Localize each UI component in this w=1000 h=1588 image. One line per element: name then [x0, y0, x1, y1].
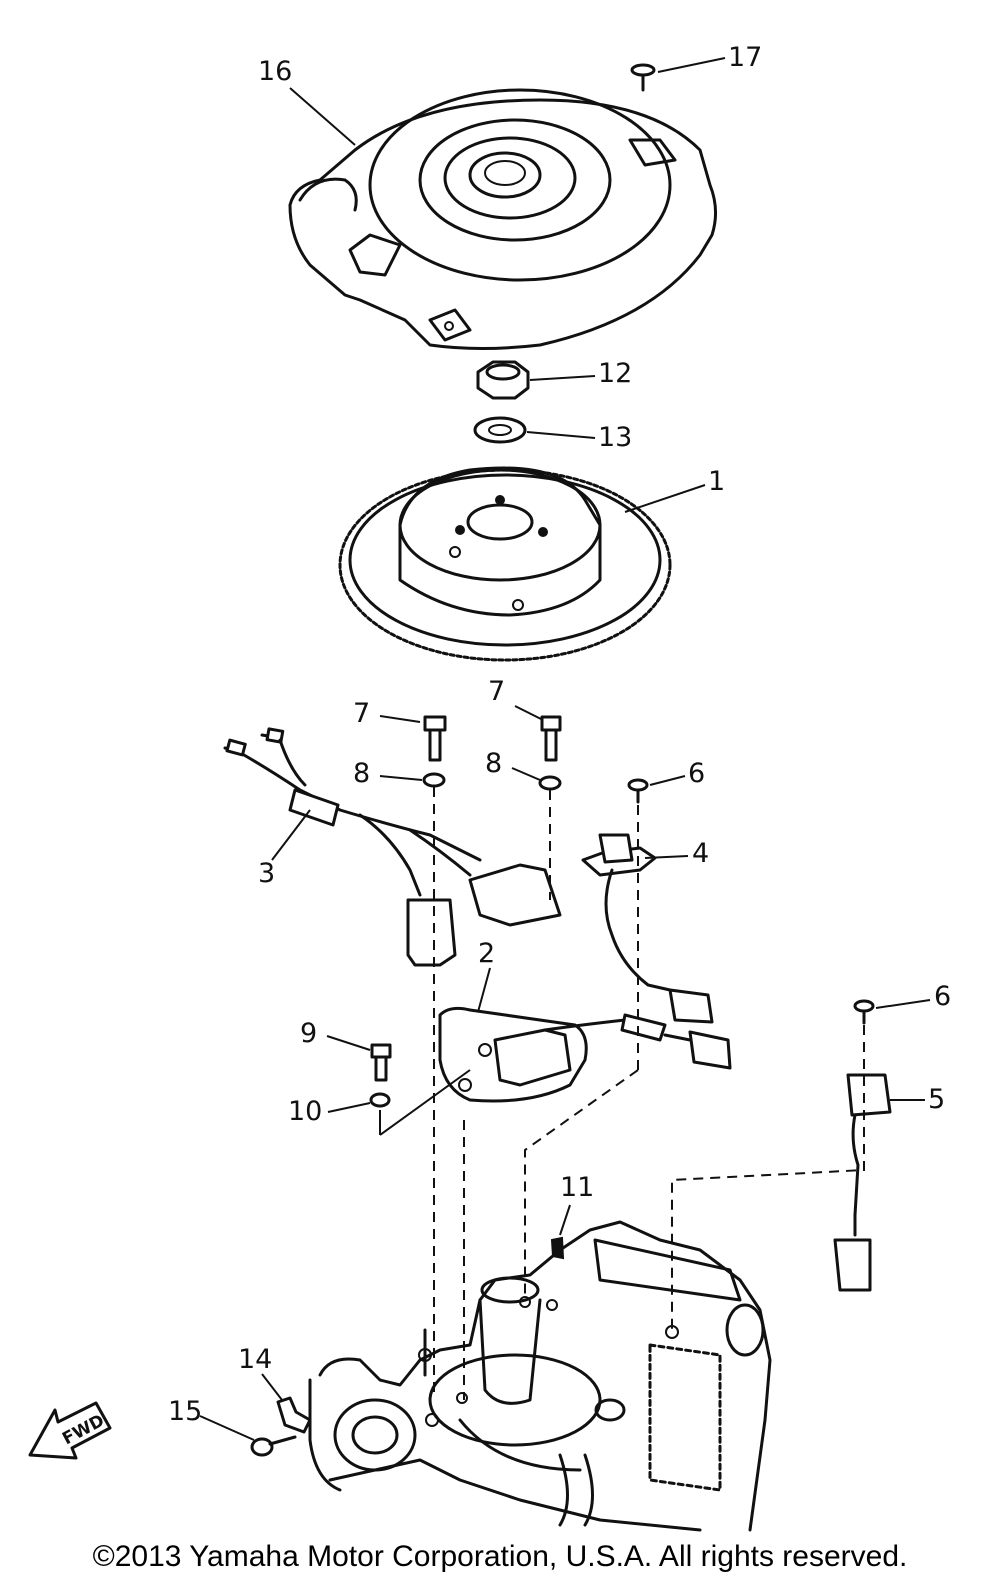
leader-9	[326, 1035, 371, 1051]
leader-6a	[649, 775, 686, 786]
bolt-part9	[370, 1043, 392, 1082]
charge-coil-part3	[223, 727, 562, 967]
callout-8b: 8	[485, 748, 502, 779]
callout-14: 14	[238, 1344, 272, 1375]
engine-block	[308, 1220, 772, 1532]
callout-10: 10	[288, 1096, 322, 1127]
callout-5: 5	[928, 1084, 945, 1115]
callout-15: 15	[168, 1396, 202, 1427]
fwd-arrow-icon: FWD	[28, 1401, 112, 1460]
leader-15	[199, 1415, 255, 1441]
callout-4: 4	[692, 838, 709, 869]
callout-7a: 7	[353, 698, 370, 729]
bolt-part7-left	[423, 715, 447, 762]
ignition-coil-part2	[438, 1006, 732, 1103]
screw-part17	[630, 63, 656, 92]
copyright-notice: ©2013 Yamaha Motor Corporation, U.S.A. A…	[92, 1540, 908, 1573]
leader-10	[327, 1102, 371, 1113]
leader-8a	[379, 775, 423, 781]
callout-8a: 8	[353, 758, 370, 789]
leader-9-10-bracket	[379, 1069, 471, 1136]
callout-12: 12	[598, 358, 632, 389]
callout-6b: 6	[934, 981, 951, 1012]
thermo-switch-part5	[833, 1073, 892, 1292]
leader-2	[477, 967, 491, 1013]
washer-part10	[369, 1092, 391, 1108]
leader-12	[529, 375, 596, 381]
callout-7b: 7	[488, 676, 505, 707]
washer-part13	[473, 416, 527, 444]
callout-2: 2	[478, 938, 495, 969]
leader-7b	[514, 705, 544, 721]
callout-11: 11	[560, 1172, 594, 1203]
leader-17	[657, 57, 726, 73]
callout-17: 17	[728, 42, 762, 73]
leader-4	[644, 855, 689, 859]
bolt-part7-right	[540, 715, 562, 762]
leader-3	[271, 809, 311, 861]
callout-13: 13	[598, 422, 632, 453]
callout-16: 16	[258, 56, 292, 87]
pulser-coil-part4	[581, 833, 714, 1024]
screw-part6-lower	[853, 999, 875, 1025]
screw-part6-upper	[627, 778, 649, 804]
leader-16	[289, 87, 356, 146]
flywheel-cover-part16	[288, 88, 717, 350]
callout-1: 1	[708, 466, 725, 497]
clamp-part14	[276, 1396, 312, 1434]
flywheel-magnet-part1	[338, 466, 672, 662]
washer-part8-right	[538, 775, 562, 791]
callout-6a: 6	[688, 758, 705, 789]
callout-3: 3	[258, 858, 275, 889]
leader-8b	[511, 767, 541, 781]
washer-part8-left	[422, 772, 446, 788]
leader-1	[624, 484, 706, 513]
leader-6b	[875, 999, 931, 1009]
leader-11	[559, 1204, 571, 1236]
leader-14	[261, 1373, 283, 1401]
nut-part12	[476, 360, 530, 400]
leader-7a	[379, 715, 421, 723]
bolt-part15	[250, 1435, 297, 1457]
leader-13	[526, 431, 596, 439]
assembly-guide-lines	[433, 787, 865, 1400]
callout-9: 9	[300, 1018, 317, 1049]
